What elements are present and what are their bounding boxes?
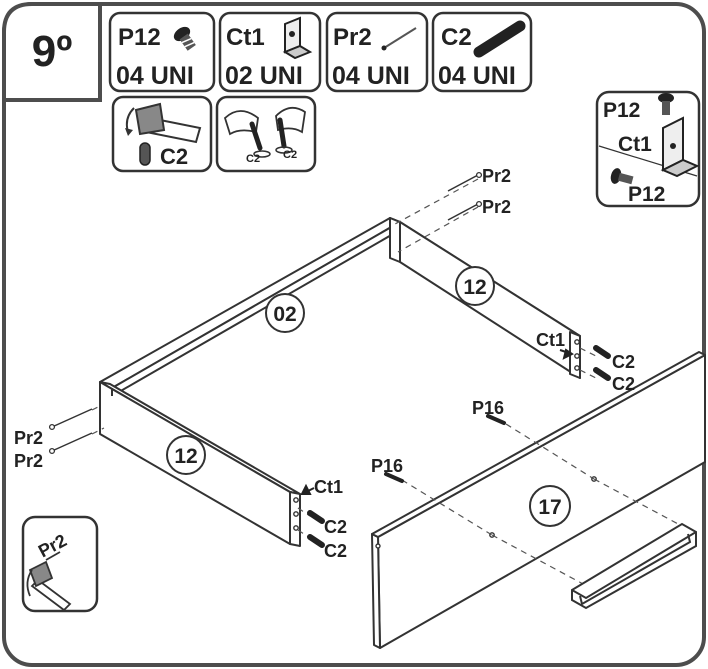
callout-c2: C2 — [324, 541, 347, 561]
bracket-detail-bottom-label: P12 — [628, 183, 665, 206]
part-box-ct1: Ct1 02 UNI — [218, 11, 322, 93]
dowel-icon — [593, 345, 611, 359]
callout-ct1: Ct1 — [536, 330, 565, 350]
part-qty: 02 UNI — [225, 62, 303, 90]
nail-icon — [447, 174, 479, 192]
dowel-icon — [307, 510, 325, 524]
part-box-c2: C2 04 UNI — [431, 11, 533, 93]
dowels — [307, 345, 611, 548]
angle-bracket-icon — [282, 16, 313, 60]
guide-lines — [91, 178, 681, 586]
part-code: Ct1 — [226, 24, 265, 51]
callout-pr2: Pr2 — [14, 451, 43, 471]
parts-list: P12 04 UNI Ct1 02 UNI Pr2 04 UNI — [108, 11, 533, 93]
nail-icon — [51, 432, 93, 452]
nail-icon — [381, 27, 417, 51]
panel-label-side-left: 12 — [166, 435, 206, 475]
screws-p16 — [384, 414, 506, 483]
callouts: Pr2 Pr2 Pr2 Pr2 Ct1 C2 C2 Ct1 C2 C2 P16 … — [14, 166, 635, 561]
dowel-icon — [307, 534, 325, 548]
tool-box-glue: C2 C2 — [215, 95, 317, 173]
panel-labels: 02 12 12 17 — [166, 266, 571, 527]
callout-ct1: Ct1 — [314, 477, 343, 497]
screw-top-icon — [658, 93, 674, 115]
screw-icon — [384, 472, 404, 483]
screw-bottom-icon — [610, 168, 634, 185]
svg-text:12: 12 — [174, 445, 197, 468]
part-qty: 04 UNI — [332, 62, 410, 90]
part-code: C2 — [441, 24, 472, 51]
screw-icon — [486, 414, 506, 425]
panel-label-back: 02 — [265, 293, 305, 333]
svg-text:12: 12 — [463, 276, 486, 299]
bracket-detail-top-label: P12 — [603, 99, 640, 122]
bracket-arrows — [300, 348, 574, 495]
nail-hint-box: Pr2 — [21, 515, 99, 613]
part-box-pr2: Pr2 04 UNI — [325, 11, 429, 93]
svg-text:02: 02 — [273, 303, 296, 326]
callout-p16: P16 — [371, 456, 403, 476]
screw-icon — [173, 26, 196, 51]
nail-icon — [447, 203, 479, 221]
part-qty: 04 UNI — [116, 62, 194, 90]
callout-c2: C2 — [612, 352, 635, 372]
hammer-nail-icon — [26, 551, 72, 612]
part-qty: 04 UNI — [438, 62, 516, 90]
dowel-small-icon — [139, 142, 151, 166]
part-code: P12 — [118, 24, 161, 51]
step-number-box: 9º — [2, 2, 102, 102]
part-box-p12: P12 04 UNI — [108, 11, 216, 93]
callout-c2: C2 — [324, 517, 347, 537]
tool-box-hammer: C2 — [111, 95, 213, 173]
callout-pr2: Pr2 — [14, 428, 43, 448]
nails-top — [51, 174, 479, 452]
bracket-detail-mid-label: Ct1 — [618, 133, 652, 156]
part-code: Pr2 — [333, 24, 372, 51]
glue-label-1: C2 — [246, 153, 260, 165]
hammer-icon — [125, 102, 202, 144]
panel-label-side-right: 12 — [455, 266, 495, 306]
callout-p16: P16 — [472, 398, 504, 418]
drawer-handle — [571, 522, 697, 610]
callout-pr2: Pr2 — [482, 197, 511, 217]
svg-text:17: 17 — [538, 496, 561, 519]
dowel-icon — [593, 367, 611, 381]
panel-label-front: 17 — [529, 485, 571, 527]
dowel-icon — [473, 20, 526, 58]
glue-hands-icon — [223, 106, 306, 158]
callout-pr2: Pr2 — [482, 166, 511, 186]
step-number: 9º — [32, 27, 73, 76]
callout-c2: C2 — [612, 374, 635, 394]
hammer-part-label: C2 — [160, 144, 188, 169]
bracket-detail-box: P12 Ct1 P12 — [595, 90, 701, 208]
glue-label-2: C2 — [283, 149, 297, 161]
nail-icon — [51, 408, 93, 428]
